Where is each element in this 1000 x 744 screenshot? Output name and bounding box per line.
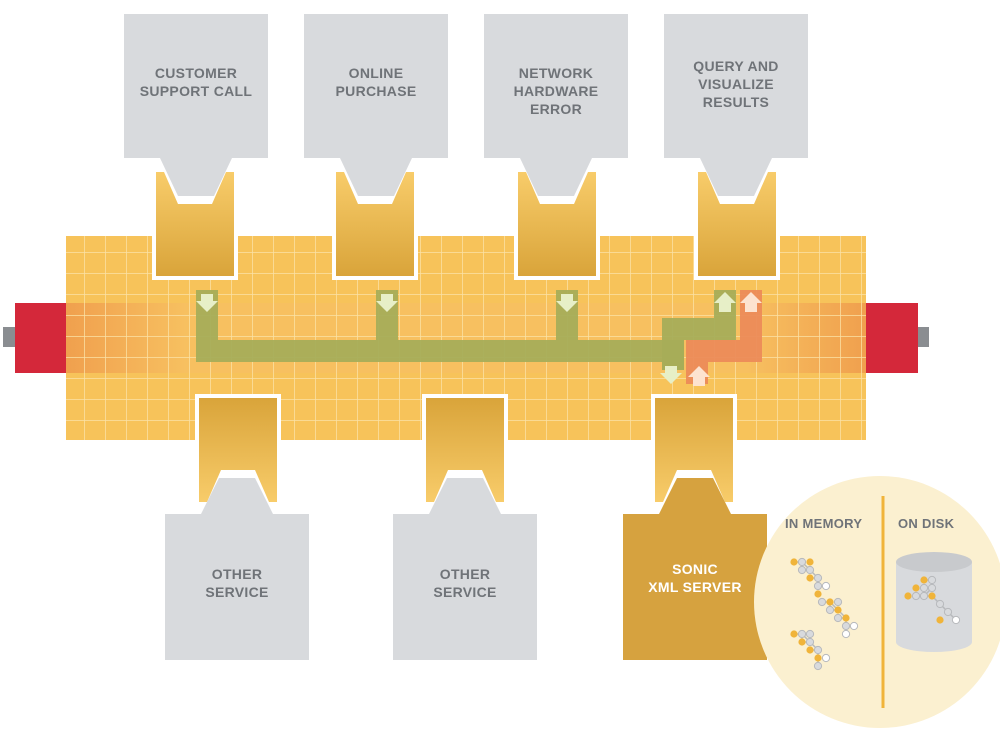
- label-other-service-2: OTHER SERVICE: [433, 566, 497, 600]
- memory-tree-icon: [790, 557, 831, 598]
- disk-cylinder-icon: [896, 552, 972, 652]
- memory-tree-icon: [790, 629, 831, 671]
- adapter-bottom-1: [195, 394, 281, 504]
- bus-end-right: [866, 303, 929, 373]
- adapter-bottom-2: [422, 394, 508, 504]
- arrow-down-icon: [556, 294, 578, 312]
- service-box-network-error: [484, 14, 628, 196]
- label-online-purchase: ONLINE PURCHASE: [335, 65, 417, 99]
- service-box-sonic-xml: [623, 478, 767, 660]
- adapter-top-1: [152, 170, 238, 280]
- event-path: [196, 290, 736, 370]
- bottom-service-boxes: [165, 478, 767, 660]
- adapter-top-4: [694, 170, 780, 280]
- up-arrows: [688, 292, 762, 386]
- service-box-other-1: [165, 478, 309, 660]
- arrow-up-icon: [740, 292, 762, 312]
- memory-tree-icon: [817, 597, 859, 639]
- disk-tree-icon: [904, 575, 961, 625]
- storage-panel: [754, 476, 1000, 728]
- service-box-online-purchase: [304, 14, 448, 196]
- top-adapters: [152, 170, 780, 280]
- down-arrows: [196, 294, 682, 384]
- arrow-down-icon: [376, 294, 398, 312]
- service-box-other-2: [393, 478, 537, 660]
- bus-end-left: [3, 303, 67, 373]
- label-query-visualize: QUERY AND VISUALIZE RESULTS: [693, 58, 779, 110]
- label-other-service-1: OTHER SERVICE: [205, 566, 269, 600]
- arrow-down-icon: [196, 294, 218, 312]
- query-path: [686, 290, 762, 384]
- arrow-up-icon: [714, 292, 736, 312]
- service-box-customer-support: [124, 14, 268, 196]
- label-customer-support: CUSTOMER SUPPORT CALL: [139, 65, 253, 99]
- service-box-query: [664, 14, 808, 196]
- top-service-boxes: [124, 14, 808, 196]
- label-in-memory: IN MEMORY: [785, 516, 863, 531]
- arrow-up-icon: [688, 366, 710, 386]
- adapter-bottom-3: [651, 394, 737, 504]
- adapter-top-2: [332, 170, 418, 280]
- label-sonic-xml-server: SONIC XML SERVER: [648, 561, 742, 595]
- arrow-down-icon: [660, 366, 682, 384]
- label-on-disk: ON DISK: [898, 516, 955, 531]
- bottom-adapters: [195, 394, 737, 504]
- adapter-top-3: [514, 170, 600, 280]
- label-network-error: NETWORK HARDWARE ERROR: [513, 65, 599, 117]
